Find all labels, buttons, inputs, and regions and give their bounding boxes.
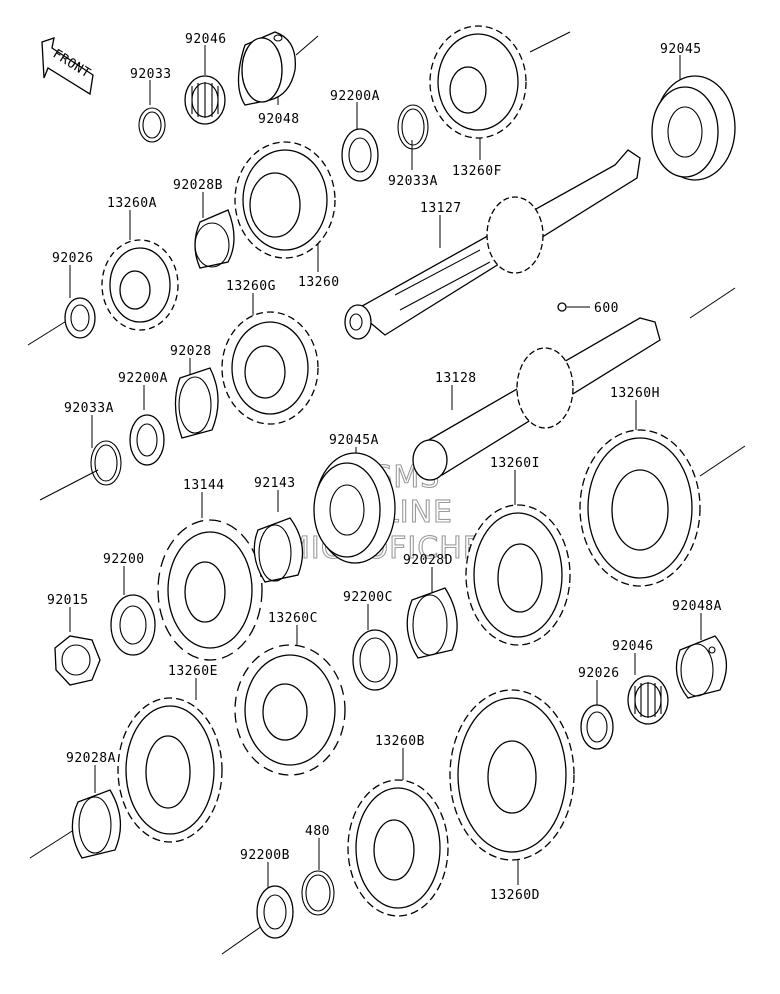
label-13260A: 13260A [107, 196, 157, 211]
label-92048A: 92048A [672, 599, 722, 614]
label-92033-top: 92033 [130, 67, 172, 82]
part-13260G-gear [221, 311, 319, 425]
part-13260B-gear [347, 779, 449, 917]
label-92026-left: 92026 [52, 251, 94, 266]
part-92033A-circlip [397, 104, 429, 150]
label-92026-right: 92026 [578, 666, 620, 681]
label-92045A: 92045A [329, 433, 379, 448]
part-92200C-washer [352, 629, 398, 691]
part-92046-needle-bearing [184, 75, 226, 125]
label-600: 600 [594, 301, 619, 316]
label-92015: 92015 [47, 593, 89, 608]
part-92048-collar [237, 31, 296, 106]
part-13260C-gear [234, 644, 346, 776]
part-92026-washer [64, 297, 96, 339]
label-92200A-top: 92200A [330, 89, 380, 104]
label-92048: 92048 [258, 112, 300, 127]
label-13260D: 13260D [490, 888, 540, 903]
part-92048A-collar [675, 635, 727, 699]
part-92200-washer [110, 594, 156, 656]
label-92028B: 92028B [173, 178, 223, 193]
label-13260B: 13260B [375, 734, 425, 749]
part-92045A-ball-bearing [313, 452, 396, 564]
label-13260C: 13260C [268, 611, 318, 626]
label-92028: 92028 [170, 344, 212, 359]
part-92033-circlip [138, 107, 166, 143]
label-92143: 92143 [254, 476, 296, 491]
label-92033A-top: 92033A [388, 174, 438, 189]
label-480: 480 [305, 824, 330, 839]
label-13260G: 13260G [226, 279, 276, 294]
part-13144-sprocket [157, 519, 263, 661]
part-13127-shaft [344, 149, 641, 340]
label-92028A: 92028A [66, 751, 116, 766]
part-92015-nut [54, 635, 101, 686]
label-13260F: 13260F [452, 164, 502, 179]
part-92028B-bushing [194, 209, 235, 269]
label-92046-top: 92046 [185, 32, 227, 47]
part-480-circlip [301, 870, 335, 916]
label-92200: 92200 [103, 552, 145, 567]
part-600-marker [557, 302, 567, 312]
label-92046-right: 92046 [612, 639, 654, 654]
label-92033A-mid: 92033A [64, 401, 114, 416]
part-92046-needle-bearing-right [627, 675, 669, 725]
label-13144: 13144 [183, 478, 225, 493]
part-labels: 92046 92033 92048 92200A 92033A 13260F 9… [47, 32, 722, 903]
part-13260F-gear [429, 25, 527, 139]
part-92143-collar [253, 517, 304, 583]
part-92028A-bushing [71, 789, 122, 859]
part-92028D-bushing [406, 587, 458, 659]
label-13128: 13128 [435, 371, 477, 386]
part-13260H-gear [579, 429, 701, 587]
label-92200B: 92200B [240, 848, 290, 863]
label-92028D: 92028D [403, 553, 453, 568]
label-13260: 13260 [298, 275, 340, 290]
part-92200A-washer [341, 128, 379, 182]
label-13260E: 13260E [168, 664, 218, 679]
part-92045-ball-bearing [651, 75, 736, 181]
label-92200A-mid: 92200A [118, 371, 168, 386]
part-13260D-gear [449, 689, 575, 861]
part-13260-gear [234, 141, 336, 259]
label-13260H: 13260H [610, 386, 660, 401]
part-13128-shaft [412, 317, 661, 481]
part-13260E-gear [117, 697, 223, 843]
part-92200A-washer-mid [129, 414, 165, 466]
label-13127: 13127 [420, 201, 462, 216]
part-92200B-washer [256, 885, 294, 939]
label-92045: 92045 [660, 42, 702, 57]
part-92033A-circlip-mid [90, 440, 122, 486]
front-direction-arrow: FRONT [41, 37, 94, 96]
assembly-axis-lines [27, 31, 746, 955]
label-13260I: 13260I [490, 456, 540, 471]
part-92028-bushing [174, 367, 219, 439]
label-92200C: 92200C [343, 590, 393, 605]
part-13260A-gear [101, 239, 179, 331]
part-13260I-gear [465, 504, 571, 646]
part-92026-washer-right [580, 704, 614, 750]
